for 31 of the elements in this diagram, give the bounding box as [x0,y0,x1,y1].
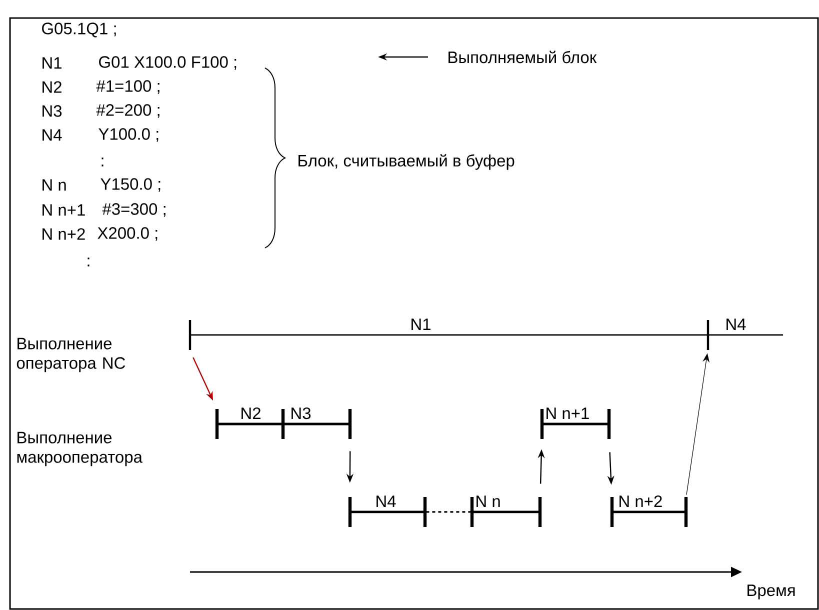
axis-label: Время [748,584,795,600]
timeline-segment: N n+2 [610,495,688,527]
code-line: G05.1Q1 ; [42,22,116,38]
code-line: N n [42,179,66,191]
annotation-text: Выполняемый блок [448,50,597,64]
dashed-connector [426,511,471,513]
code-line: N4 [42,129,62,141]
code-line: #3=300 ; [102,203,166,217]
timeline-segment: N2 [215,407,285,439]
code-line: #2=200 ; [96,104,160,118]
code-line: G01 X100.0 F100 ; [99,56,236,70]
code-line: N n+1 [42,204,85,216]
code-line: N1 [42,57,62,69]
code-line: N n+2 [42,228,85,240]
code-line: X200.0 ; [98,227,158,241]
row-label: Выполнение макрооператора [17,432,142,466]
row-label: Выполнение оператора NC [16,338,126,372]
timeline-segment: N n+1 [540,408,611,439]
timeline-segment: N n [470,496,542,527]
code-line: Y150.0 ; [100,178,160,192]
timeline-segment: N3 [283,407,352,439]
annotation-text: Блок, считываемый в буфер [298,154,514,170]
code-line: #1=100 ; [96,80,160,94]
code-line: N2 [42,81,62,93]
code-line: N3 [42,105,62,117]
ellipsis-mark: : [88,258,90,266]
code-line: Y100.0 ; [98,128,158,142]
timeline-segment: N1 [188,318,708,350]
timeline-segment: N4 [348,496,427,527]
ellipsis-mark: : [102,158,104,166]
timeline-segment: N4 [706,318,783,350]
